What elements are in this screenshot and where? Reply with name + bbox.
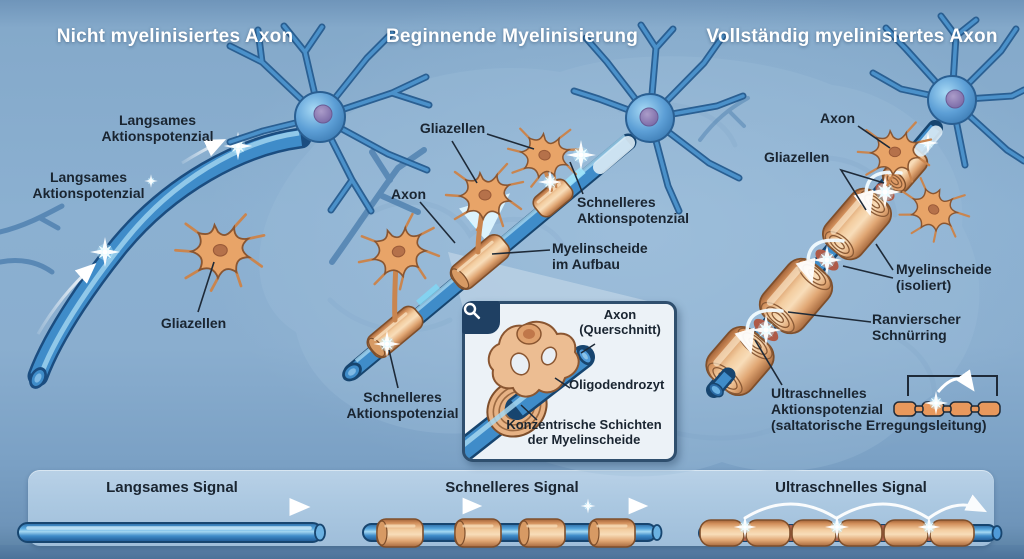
nucleus bbox=[313, 104, 333, 124]
panel-middle-illustration bbox=[342, 21, 747, 389]
neuron-right bbox=[869, 12, 1024, 169]
inset-label-oligodendrocyte: Oligodendrozyt bbox=[569, 377, 665, 392]
leader-lines-middle bbox=[388, 133, 584, 389]
inset-illustration bbox=[465, 320, 596, 459]
neuron-middle bbox=[570, 21, 747, 215]
magnifier-inset: Axon (Querschnitt) Oligodendrozyt Konzen… bbox=[462, 301, 677, 462]
background-neurites bbox=[0, 96, 750, 275]
nucleus bbox=[639, 107, 659, 127]
label-faster-ap-upper: Schnelleres Aktionspotenzial bbox=[577, 194, 690, 226]
label-glia-right: Gliazellen bbox=[764, 149, 830, 165]
axon-unmyelinated bbox=[27, 127, 312, 389]
label-myelin-insulated: Myelinscheide (isoliert) bbox=[896, 261, 992, 293]
leader-line bbox=[197, 261, 215, 313]
label-glia-middle: Gliazellen bbox=[419, 120, 486, 136]
label-axon-middle: Axon bbox=[391, 186, 426, 202]
footer-label-ultra: Ultraschnelles Signal bbox=[775, 479, 927, 496]
glia-cell bbox=[174, 213, 266, 292]
inset-label-layers: Konzentrische Schichten der Myelinscheid… bbox=[506, 417, 662, 447]
label-slow-ap-1: Langsames Aktionspotenzial bbox=[101, 112, 214, 144]
inset-leader-lines bbox=[520, 343, 596, 421]
footer-label-slow: Langsames Signal bbox=[106, 479, 238, 496]
neuron-left bbox=[226, 22, 433, 215]
panel-title-right: Vollständig myelinisiertes Axon bbox=[706, 26, 998, 47]
panel-title-left: Nicht myelinisiertes Axon bbox=[56, 26, 294, 47]
footer-ultrafast-signal bbox=[698, 494, 1003, 547]
panel-title-middle: Beginnende Myelinisierung bbox=[385, 26, 639, 47]
footer-myelin-wraps bbox=[376, 518, 636, 548]
slow-signal-arrows bbox=[36, 139, 227, 335]
bottom-band bbox=[0, 545, 1024, 559]
inset-label-axon-cross: Axon (Querschnitt) bbox=[579, 307, 661, 337]
label-glia-left: Gliazellen bbox=[160, 315, 227, 331]
footer-myelin-segments bbox=[699, 519, 975, 547]
panel-right-illustration bbox=[705, 12, 1024, 417]
magnifier-wedge bbox=[448, 252, 668, 308]
magnifier-tab bbox=[462, 301, 500, 334]
label-slow-ap-2: Langsames Aktionspotenzial bbox=[32, 169, 145, 201]
label-ultrafast-ap: Ultraschnelles Aktionspotenzial (saltato… bbox=[771, 385, 987, 433]
label-ranvier-node: Ranvierscher Schnürring bbox=[872, 311, 961, 343]
saltatory-mini-diagram bbox=[893, 369, 1001, 417]
footer-label-fast: Schnelleres Signal bbox=[445, 479, 579, 496]
myelin-wraps-forming bbox=[366, 178, 574, 359]
nucleus bbox=[945, 89, 965, 109]
magnifier-icon bbox=[463, 302, 481, 320]
panel-left-illustration bbox=[27, 22, 433, 389]
leader-lines-right bbox=[754, 125, 894, 386]
label-faster-ap-lower: Schnelleres Aktionspotenzial bbox=[346, 389, 459, 421]
label-myelin-forming: Myelinscheide im Aufbau bbox=[552, 240, 648, 272]
label-axon-right: Axon bbox=[820, 110, 855, 126]
footer-faster-signal bbox=[362, 497, 663, 548]
footer-slow-signal bbox=[17, 498, 326, 543]
axon-tip bbox=[708, 367, 736, 398]
